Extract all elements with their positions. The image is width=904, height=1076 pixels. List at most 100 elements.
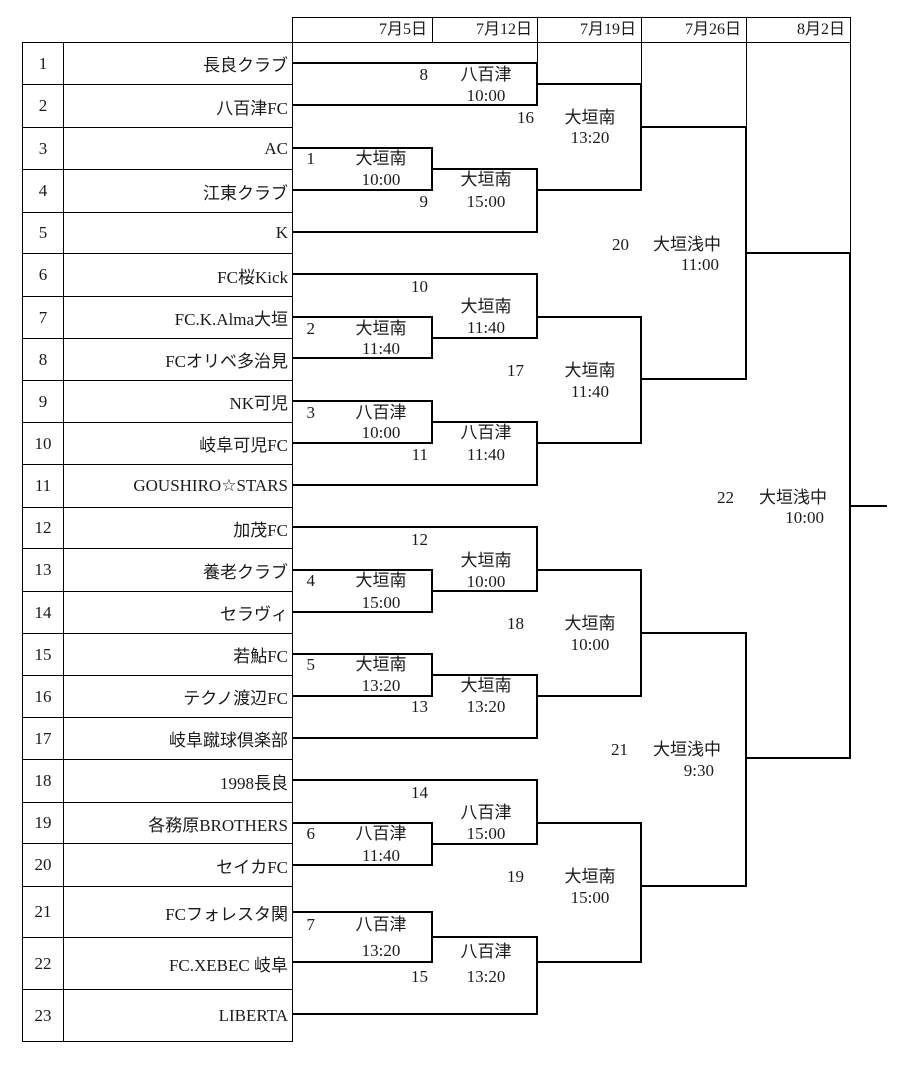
team-name: AC — [264, 138, 288, 158]
match-number: 20 — [612, 235, 629, 254]
team-number: 1 — [23, 43, 64, 84]
match-venue: 八百津 — [460, 942, 512, 961]
date-header: 7月5日 7月12日 7月19日 7月26日 8月2日 — [292, 17, 851, 43]
team-name: FCオリベ多治見 — [165, 352, 288, 371]
team-name: 江東クラブ — [203, 183, 288, 203]
match-22-bracket — [849, 253, 887, 758]
match-number: 21 — [611, 740, 628, 759]
match-18-bracket — [640, 570, 747, 696]
match-time: 15:00 — [570, 888, 610, 907]
match-time: 10:00 — [785, 508, 824, 527]
match-number: 14 — [411, 783, 428, 802]
team-number: 14 — [23, 592, 64, 633]
match-time: 15:00 — [466, 824, 506, 843]
match-8-bracket — [536, 63, 642, 105]
team-name: LIBERTA — [218, 1005, 288, 1025]
team-name: K — [275, 223, 288, 242]
match-3-bracket — [431, 401, 538, 443]
match-venue: 大垣南 — [355, 655, 407, 674]
team-number: 4 — [23, 170, 64, 212]
match-time: 10:00 — [361, 423, 401, 442]
match-venue: 大垣南 — [355, 149, 407, 168]
team-number: 12 — [23, 508, 64, 548]
date-round-1: 7月5日 — [293, 18, 433, 42]
match-venue: 大垣浅中 — [653, 740, 721, 759]
date-round-2: 7月12日 — [433, 18, 538, 42]
match-time: 15:00 — [361, 593, 401, 612]
team-number: 23 — [23, 990, 64, 1041]
match-time: 11:40 — [466, 445, 506, 464]
team-number: 22 — [23, 938, 64, 989]
team-number: 5 — [23, 213, 64, 253]
team-name: GOUSHIRO☆STARS — [133, 476, 288, 495]
match-venue: 大垣南 — [460, 297, 512, 316]
match-12-bracket — [536, 527, 642, 591]
team-number: 6 — [23, 254, 64, 296]
team-number: 10 — [23, 423, 64, 464]
match-number: 8 — [419, 65, 429, 84]
match-time: 11:40 — [466, 318, 506, 337]
match-time: 10:00 — [361, 170, 401, 189]
team-name: 1998長良 — [220, 773, 288, 793]
team-number: 7 — [23, 297, 64, 338]
match-number: 15 — [411, 967, 428, 986]
match-number: 7 — [306, 915, 316, 934]
team-number: 20 — [23, 844, 64, 886]
team-row: 16 テクノ渡辺FC — [23, 676, 292, 718]
match-time: 10:00 — [570, 635, 610, 654]
match-13-bracket — [536, 675, 642, 738]
match-number: 11 — [411, 445, 428, 464]
match-time: 10:00 — [466, 86, 506, 105]
match-number: 2 — [306, 319, 316, 338]
team-name: セイカFC — [216, 857, 288, 877]
team-name: テクノ渡辺FC — [183, 689, 288, 708]
team-number: 11 — [23, 465, 64, 507]
match-number: 6 — [306, 824, 316, 843]
team-number: 16 — [23, 676, 64, 717]
match-venue: 大垣浅中 — [759, 488, 827, 507]
team-lines — [293, 62, 538, 1015]
grid-lines — [537, 43, 851, 253]
date-final: 8月2日 — [796, 21, 845, 38]
team-number: 13 — [23, 549, 64, 591]
match-time: 10:00 — [466, 572, 506, 591]
team-number: 3 — [23, 128, 64, 169]
match-venue: 大垣南 — [564, 614, 616, 633]
match-number: 12 — [411, 530, 428, 549]
team-name: 岐阜蹴球倶楽部 — [169, 731, 288, 750]
match-time: 13:20 — [361, 676, 401, 695]
match-19-bracket — [640, 823, 747, 962]
match-number: 18 — [507, 614, 524, 633]
team-name: NK可児 — [229, 394, 288, 413]
match-number: 16 — [517, 108, 534, 127]
match-venue: 大垣南 — [460, 551, 512, 570]
team-row: 9 NK可児 — [23, 381, 292, 423]
date-round-3: 7月19日 — [538, 18, 642, 42]
team-row: 3 AC — [23, 128, 292, 170]
match-venue: 八百津 — [460, 803, 512, 822]
team-row: 23 LIBERTA — [23, 990, 292, 1041]
match-time: 13:20 — [466, 697, 506, 716]
match-time: 9:30 — [683, 761, 714, 780]
match-time: 11:40 — [570, 382, 610, 401]
match-7-bracket — [431, 912, 538, 962]
team-row: 11 GOUSHIRO☆STARS — [23, 465, 292, 508]
team-number: 9 — [23, 381, 64, 422]
team-name: 養老クラブ — [203, 562, 288, 582]
team-name: FC.K.Alma大垣 — [174, 310, 288, 329]
match-9-bracket — [536, 169, 642, 232]
team-name: FC桜Kick — [217, 267, 288, 287]
team-name: FCフォレスタ関 — [165, 904, 288, 924]
match-1-bracket — [431, 148, 538, 190]
match-time: 13:20 — [570, 128, 610, 147]
match-time: 13:20 — [361, 941, 401, 960]
